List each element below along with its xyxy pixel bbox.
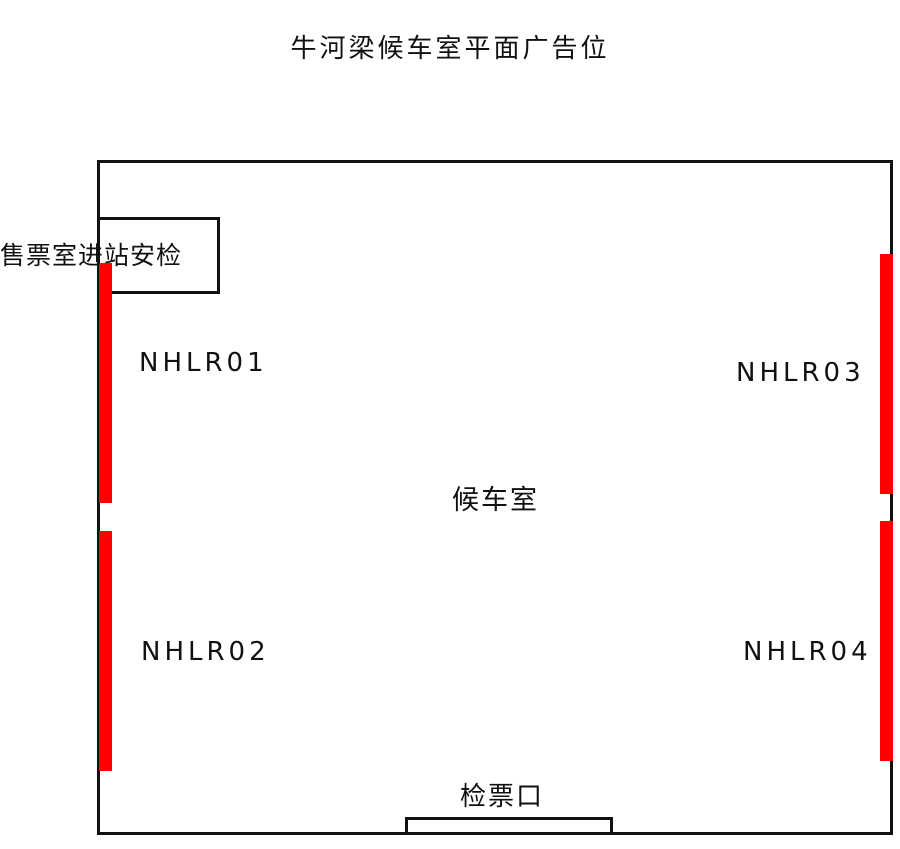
- ad-position-bar-nhlr04: [880, 521, 893, 761]
- security-check-label: 售票室进站安检: [0, 241, 183, 270]
- ticket-gate-label: 检票口: [460, 782, 545, 812]
- ad-position-label-nhlr01: NHLR01: [139, 348, 268, 378]
- page-title: 牛河梁候车室平面广告位: [290, 34, 610, 64]
- ticket-gate: [405, 817, 613, 835]
- ad-position-bar-nhlr02: [99, 531, 112, 771]
- ad-position-bar-nhlr01: [99, 263, 112, 503]
- ad-position-label-nhlr02: NHLR02: [141, 637, 270, 667]
- ad-position-bar-nhlr03: [880, 254, 893, 494]
- ad-position-label-nhlr04: NHLR04: [743, 637, 872, 667]
- ad-position-label-nhlr03: NHLR03: [736, 358, 865, 388]
- security-check-box: [97, 217, 220, 294]
- waiting-room-label: 候车室: [452, 485, 539, 516]
